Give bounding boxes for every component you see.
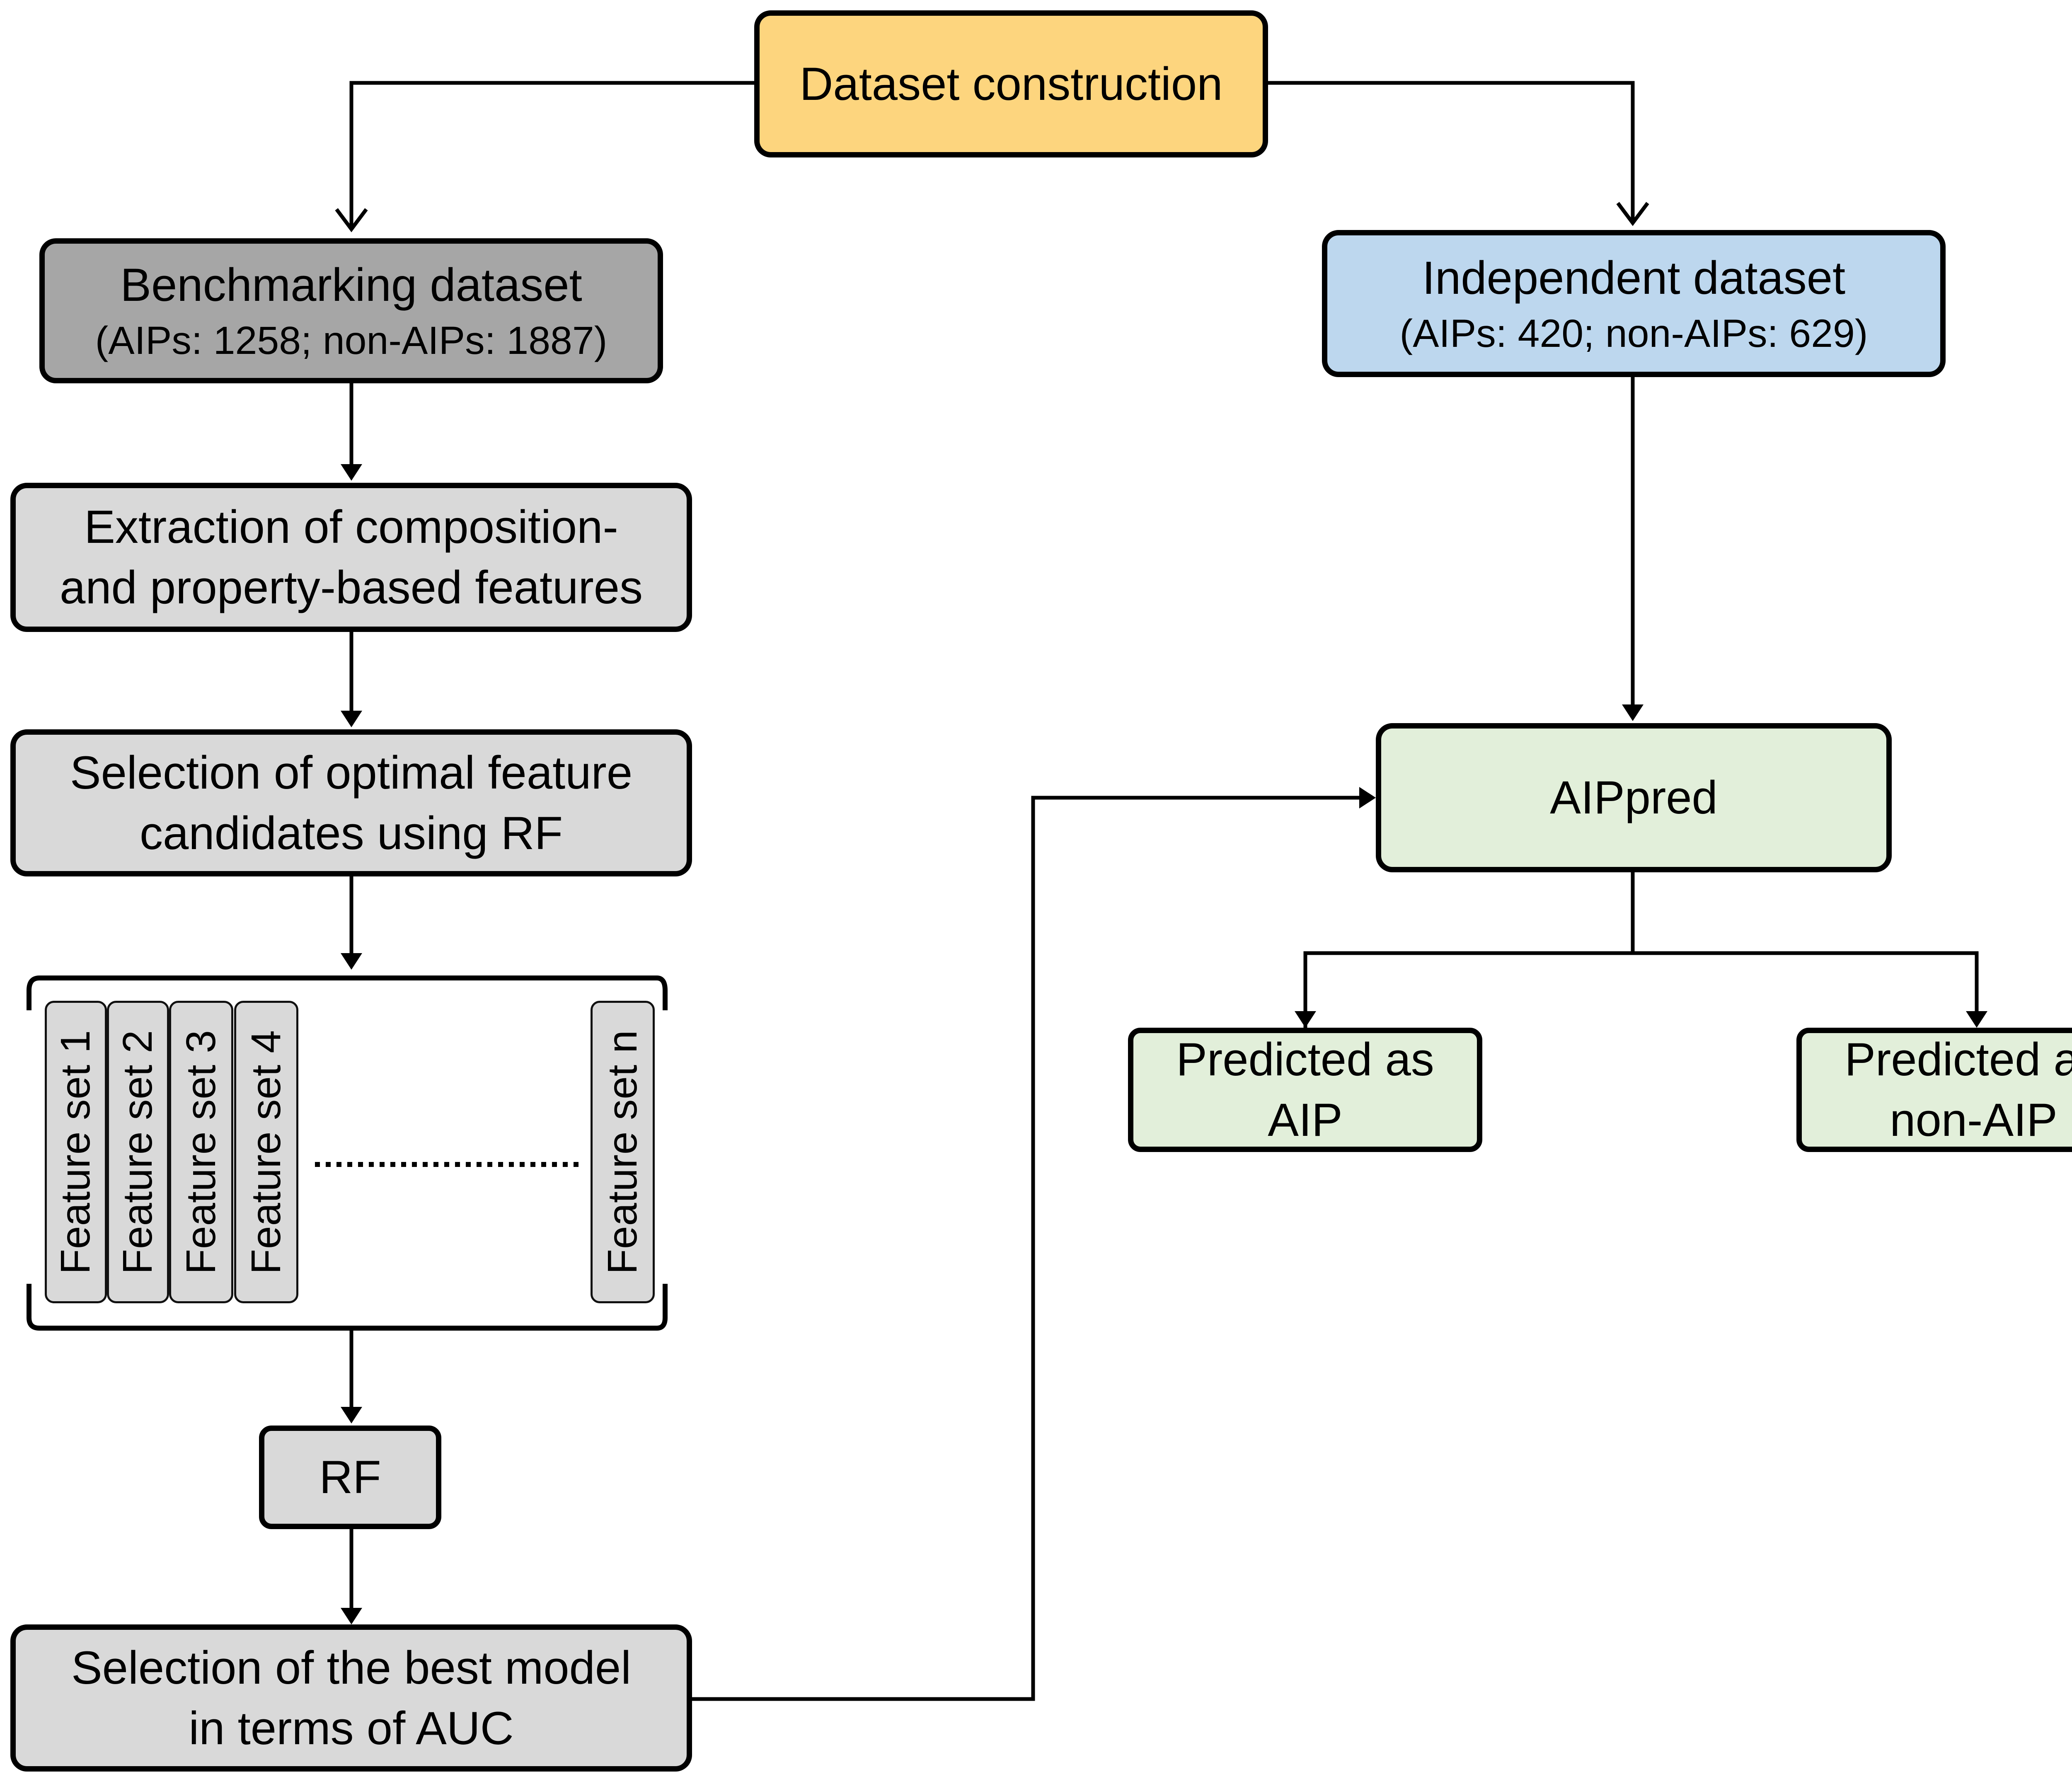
predicted-nonaip-line1: Predicted as	[1844, 1034, 2072, 1086]
feature-extraction-box: Extraction of composition- and property-…	[10, 483, 692, 632]
predicted-nonaip-line2: non-AIP	[1890, 1094, 2057, 1146]
rf-label: RF	[319, 1451, 381, 1503]
edge-construction-to-benchmarking	[349, 81, 754, 226]
predicted-nonaip-box: Predicted as non-AIP	[1796, 1028, 2072, 1152]
feature-sets-bracket	[27, 975, 668, 1331]
predicted-aip-line1: Predicted as	[1176, 1034, 1434, 1086]
feature-set-1: Feature set 1	[45, 1001, 107, 1303]
feature-set-2-label: Feature set 2	[114, 1030, 161, 1274]
independent-dataset-title: Independent dataset	[1422, 252, 1846, 304]
aippred-label: AIPpred	[1550, 772, 1718, 824]
best-model-line2: in terms of AUC	[189, 1702, 514, 1754]
feature-set-1-label: Feature set 1	[52, 1030, 99, 1274]
feature-extraction-line2: and property-based features	[59, 562, 643, 613]
benchmarking-dataset-title: Benchmarking dataset	[120, 259, 582, 311]
feature-set-n: Feature set n	[591, 1001, 655, 1303]
feature-set-4-label: Feature set 4	[243, 1030, 289, 1274]
dataset-construction-label: Dataset construction	[799, 58, 1223, 110]
feature-extraction-line1: Extraction of composition-	[84, 501, 618, 553]
independent-dataset-box: Independent dataset (AIPs: 420; non-AIPs…	[1322, 230, 1946, 377]
independent-dataset-counts: (AIPs: 420; non-AIPs: 629)	[1399, 311, 1868, 356]
edge-bestmodel-to-aippred	[692, 796, 1368, 1701]
arrowhead	[1966, 1011, 1987, 1028]
arrowhead	[341, 1608, 362, 1624]
best-model-line1: Selection of the best model	[71, 1641, 632, 1694]
arrowhead	[1359, 787, 1376, 808]
arrowhead	[341, 711, 362, 727]
arrowhead	[1622, 704, 1644, 721]
feature-set-3: Feature set 3	[169, 1001, 233, 1303]
predicted-aip-line2: AIP	[1268, 1094, 1343, 1146]
feature-selection-line2: candidates using RF	[139, 807, 563, 859]
arrowhead	[341, 953, 362, 970]
aippred-box: AIPpred	[1376, 723, 1892, 872]
arrowhead	[341, 1407, 362, 1423]
benchmarking-dataset-box: Benchmarking dataset (AIPs: 1258; non-AI…	[39, 238, 663, 383]
feature-set-3-label: Feature set 3	[178, 1030, 224, 1274]
dataset-construction-box: Dataset construction	[754, 10, 1268, 157]
arrowhead	[341, 464, 362, 481]
predicted-aip-box: Predicted as AIP	[1128, 1028, 1482, 1152]
arrowhead	[1616, 202, 1649, 226]
edge-split-bar	[1303, 951, 1979, 1028]
feature-selection-line1: Selection of optimal feature	[70, 746, 633, 799]
feature-set-4: Feature set 4	[234, 1001, 298, 1303]
feature-set-2: Feature set 2	[107, 1001, 169, 1303]
arrowhead	[335, 208, 368, 232]
arrowhead	[1295, 1011, 1316, 1028]
best-model-box: Selection of the best model in terms of …	[10, 1624, 692, 1772]
feature-set-n-label: Feature set n	[599, 1030, 646, 1274]
benchmarking-dataset-counts: (AIPs: 1258; non-AIPs: 1887)	[95, 319, 608, 363]
feature-selection-box: Selection of optimal feature candidates …	[10, 729, 692, 876]
rf-box: RF	[259, 1426, 441, 1529]
edge-construction-to-independent	[1268, 81, 1635, 220]
